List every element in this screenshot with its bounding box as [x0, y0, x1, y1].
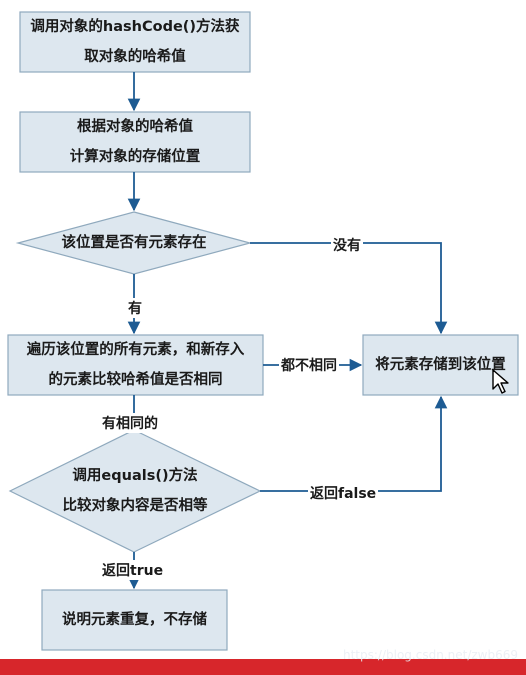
decision1-text: 该位置是否有元素存在 — [18, 228, 250, 258]
step3-line2: 的元素比较哈希值是否相同 — [48, 372, 223, 388]
store-box — [362, 334, 519, 396]
edge-label-no: 没有 — [331, 235, 363, 255]
edge-label-return-true: 返回true — [100, 560, 166, 580]
step3-text: 遍历该位置的所有元素，和新存入 的元素比较哈希值是否相同 — [8, 335, 263, 395]
end-box — [41, 589, 228, 651]
decision2-text: 调用equals()方法 比较对象内容是否相等 — [10, 461, 260, 521]
edge-label-has-same: 有相同的 — [100, 413, 160, 433]
step2-line2: 计算对象的存储位置 — [69, 149, 201, 165]
decision2-line2: 比较对象内容是否相等 — [62, 498, 208, 514]
mouse-pointer-icon — [492, 369, 509, 394]
decision1-line1: 该位置是否有元素存在 — [61, 235, 207, 251]
store-text: 将元素存储到该位置 — [363, 350, 518, 380]
end-line1: 说明元素重复，不存储 — [62, 612, 207, 628]
step3-box — [7, 334, 264, 396]
store-line1: 将元素存储到该位置 — [375, 357, 506, 373]
step2-box — [19, 111, 251, 173]
arrow-decision1-to-store — [250, 242, 448, 335]
step1-line2: 取对象的哈希值 — [84, 49, 186, 65]
edge-label-yes: 有 — [126, 298, 144, 318]
step1-line1: 调用对象的hashCode()方法获 — [30, 19, 240, 35]
watermark-text: https://blog.csdn.net/zwb669 — [343, 648, 518, 662]
step3-line1: 遍历该位置的所有元素，和新存入 — [26, 342, 245, 358]
arrow-decision2-to-store — [260, 395, 448, 492]
end-text: 说明元素重复，不存储 — [42, 605, 227, 635]
edge-label-not-same: 都不相同 — [279, 355, 339, 375]
decision2-line1: 调用equals()方法 — [72, 468, 198, 484]
step1-box — [19, 11, 251, 73]
step2-line1: 根据对象的哈希值 — [77, 119, 193, 135]
step1-text: 调用对象的hashCode()方法获 取对象的哈希值 — [20, 12, 250, 72]
edge-label-return-false: 返回false — [308, 483, 379, 503]
bottom-bar — [0, 659, 526, 675]
step2-text: 根据对象的哈希值 计算对象的存储位置 — [20, 112, 250, 172]
